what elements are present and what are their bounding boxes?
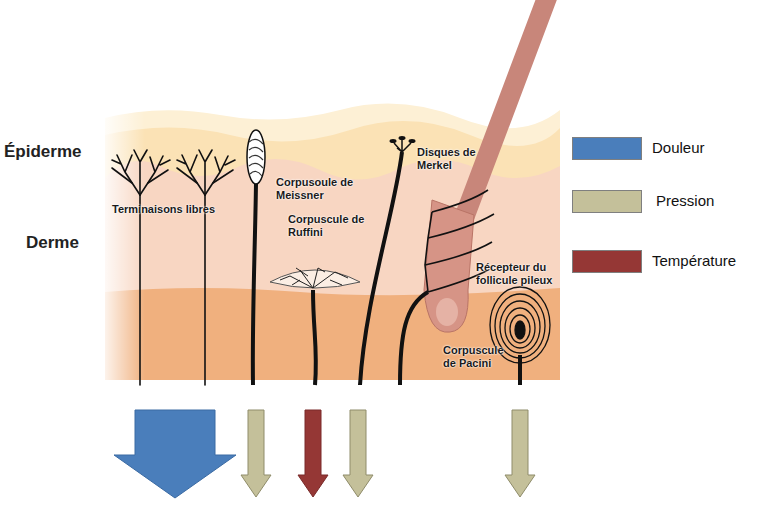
receptor-name: Corpuscule de Pacini bbox=[443, 344, 505, 370]
free-nerve-ending bbox=[112, 150, 170, 385]
legend-swatch bbox=[572, 250, 642, 273]
receptor-name: Corpusoule de Meissner bbox=[276, 176, 366, 202]
meissner-corpuscle bbox=[247, 130, 265, 385]
receptor-name: Récepteur du follicule pileux bbox=[476, 261, 568, 287]
legend-text: Douleur bbox=[652, 139, 705, 157]
legend-swatch bbox=[572, 137, 642, 160]
layer-name: Derme bbox=[26, 233, 106, 253]
legend-text: Pression bbox=[656, 192, 714, 210]
legend-text: Température bbox=[652, 252, 736, 270]
edge-fade bbox=[105, 100, 145, 385]
legend-swatch bbox=[572, 190, 642, 213]
hair-follicle bbox=[400, 0, 548, 385]
receptor-name: Disques de Merkel bbox=[417, 146, 479, 172]
temperature-arrow bbox=[298, 410, 328, 497]
receptor-name: Terminaisons libres bbox=[112, 203, 242, 216]
pacinian-corpuscle bbox=[490, 287, 550, 385]
pressure-arrow bbox=[343, 410, 373, 497]
pain-arrow bbox=[114, 410, 236, 498]
layer-name: Épiderme bbox=[4, 142, 104, 162]
merkel-disc bbox=[360, 136, 416, 385]
pressure-arrow bbox=[241, 410, 271, 497]
pressure-arrow bbox=[505, 410, 535, 497]
deep-dermis-layer bbox=[105, 288, 560, 380]
ruffini-corpuscle bbox=[270, 268, 360, 385]
free-nerve-ending bbox=[177, 150, 235, 385]
receptor-name: Corpuscule de Ruffini bbox=[288, 213, 370, 239]
